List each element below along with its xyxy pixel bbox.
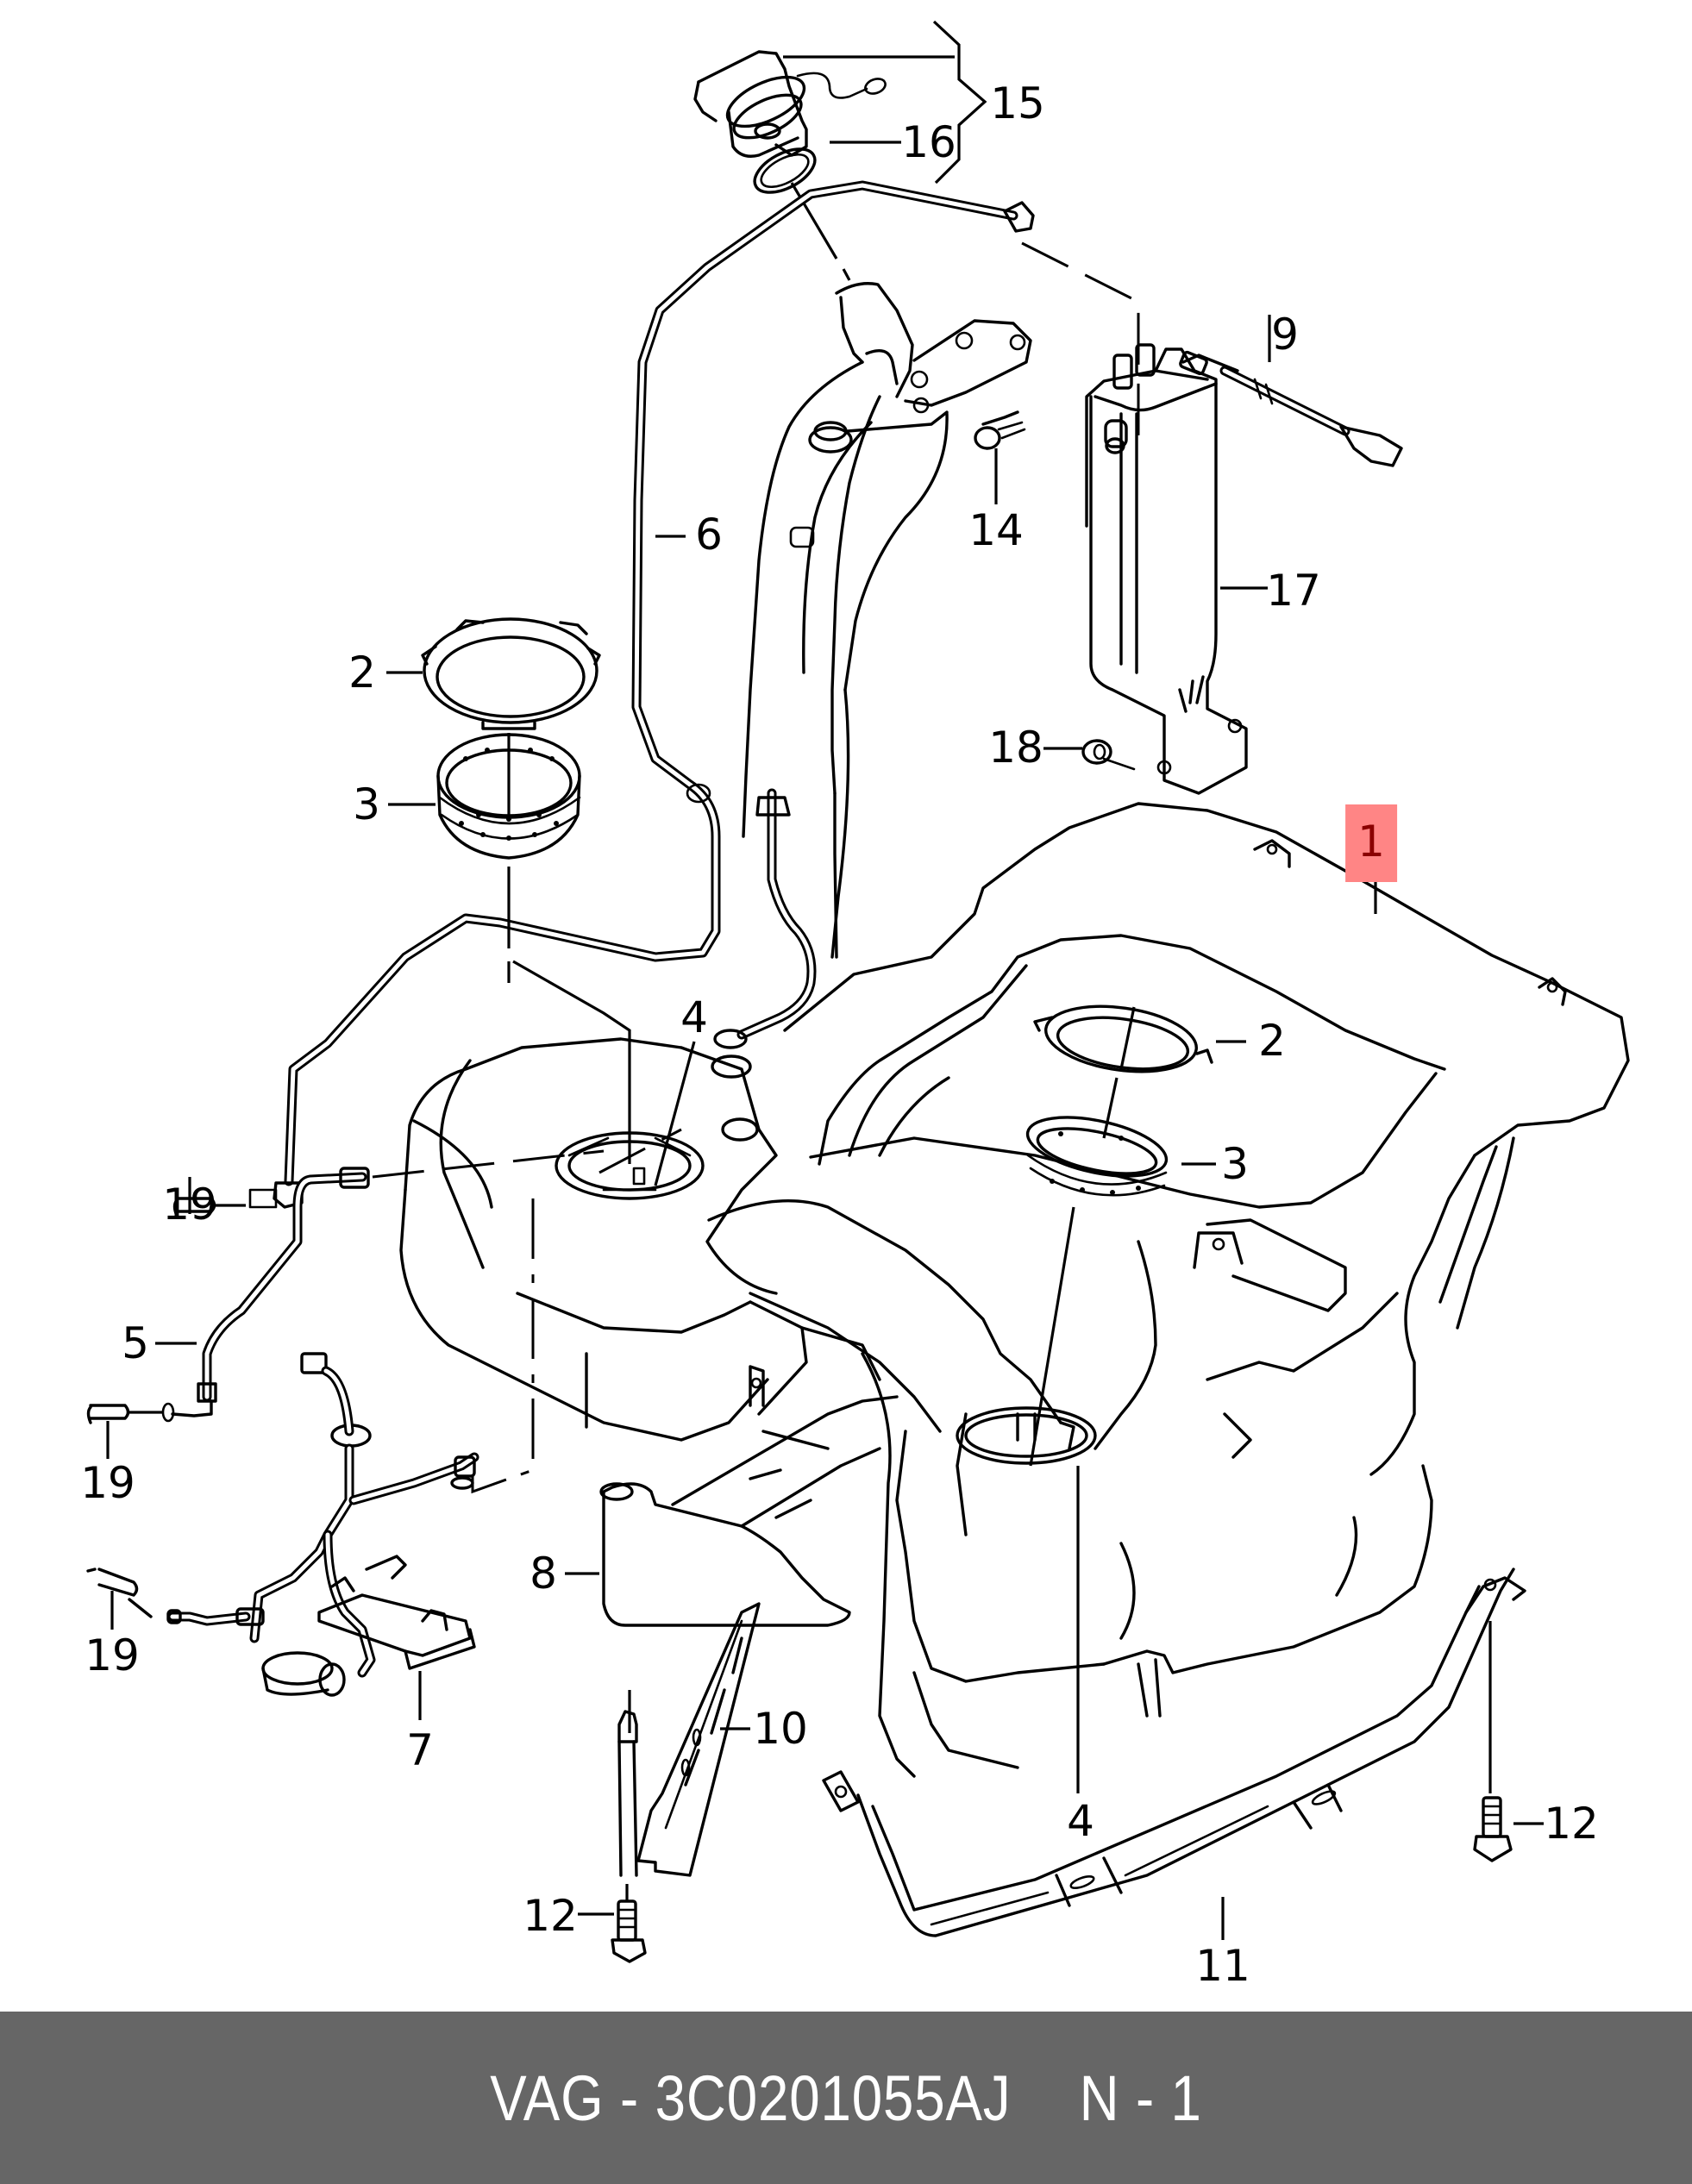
callout-3-right[interactable]: 3: [1221, 1139, 1249, 1189]
callout-1-highlighted[interactable]: 1: [1345, 804, 1397, 882]
filler-neck-drawing: [713, 182, 1032, 1049]
part-number: 3C0201055AJ: [655, 2062, 1012, 2134]
charcoal-canister-drawing: [1085, 343, 1248, 795]
callout-leaders: [106, 315, 1544, 1940]
callout-18[interactable]: 18: [988, 723, 1043, 773]
nut-drawing: [1081, 739, 1136, 771]
fuel-line-5-drawing: [161, 1167, 370, 1423]
brand-separator: -: [619, 2062, 640, 2134]
hose-clip-drawing: [86, 1197, 246, 1597]
diagram-drawing: [86, 20, 1630, 1963]
fuel-pump-control-unit-drawing: [128, 1352, 479, 1697]
callout-19-a[interactable]: 19: [162, 1180, 217, 1230]
heat-shield-drawing: [599, 1365, 899, 1627]
callout-8[interactable]: 8: [530, 1549, 557, 1599]
callout-5[interactable]: 5: [122, 1318, 149, 1368]
callout-12-right[interactable]: 12: [1544, 1799, 1599, 1849]
part-number-footer: VAG - 3C0201055AJ N - 1: [0, 2012, 1692, 2184]
position-separator: -: [1135, 2062, 1156, 2134]
callout-4-top[interactable]: 4: [680, 992, 708, 1042]
callout-19-b[interactable]: 19: [80, 1458, 135, 1508]
callout-2-right[interactable]: 2: [1258, 1016, 1286, 1066]
callout-14[interactable]: 14: [968, 505, 1024, 555]
brand-label: VAG: [490, 2062, 605, 2134]
callout-3-left[interactable]: 3: [353, 779, 380, 829]
callout-10[interactable]: 10: [753, 1704, 808, 1754]
right-threaded-ring-drawing: [1025, 1116, 1169, 1197]
filler-cap-drawing: [693, 50, 887, 194]
callout-4-bottom[interactable]: 4: [1067, 1796, 1094, 1846]
callout-19-c[interactable]: 19: [85, 1630, 140, 1680]
retaining-strap-right-drawing: [822, 1568, 1526, 1937]
parts-diagram: 15 16 9 6 14 17 2 3 18 1 4 2 3 19 5 19 8…: [80, 20, 1630, 1991]
position-number: 1: [1170, 2062, 1202, 2134]
part-number-text: VAG - 3C0201055AJ N - 1: [490, 2062, 1202, 2135]
callout-6[interactable]: 6: [695, 510, 723, 560]
left-locking-ring-drawing: [421, 617, 601, 730]
position-prefix: N: [1079, 2062, 1120, 2134]
fuel-tank-drawing: [399, 802, 1630, 1778]
callout-17[interactable]: 17: [1266, 566, 1321, 616]
callout-12-left[interactable]: 12: [523, 1891, 578, 1941]
callout-9[interactable]: 9: [1271, 310, 1299, 360]
callout-15[interactable]: 15: [990, 78, 1045, 128]
callout-15-brace: [932, 20, 987, 185]
callout-2-left[interactable]: 2: [348, 648, 376, 698]
right-locking-ring-drawing: [1033, 1004, 1213, 1073]
wiring-harness-drawing: [1179, 350, 1403, 467]
retaining-strap-left-drawing: [611, 1602, 761, 1963]
callout-7[interactable]: 7: [406, 1725, 434, 1775]
callout-11[interactable]: 11: [1195, 1941, 1250, 1991]
callout-16[interactable]: 16: [901, 117, 956, 167]
